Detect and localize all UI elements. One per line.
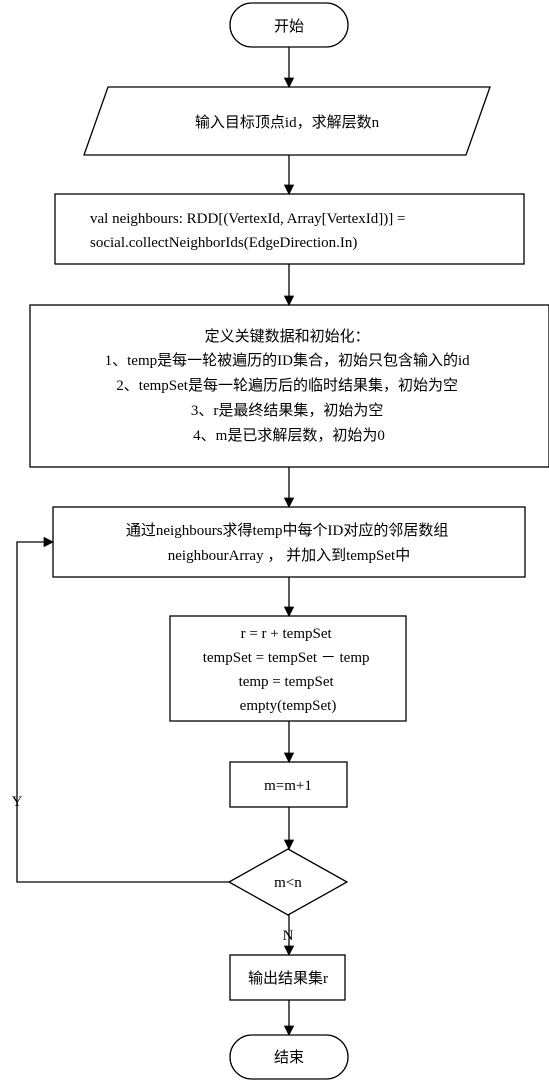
neighbours-process-box [54, 193, 525, 265]
edge-condition-loop-back [16, 536, 229, 883]
end-text: 结束 [274, 1049, 304, 1066]
init-text: 定义关键数据和初始化： 1、temp是每一轮被遍历的ID集合，初始只包含输入的i… [105, 328, 474, 444]
update-text: r = r + tempSet tempSet = tempSet － temp… [203, 626, 374, 714]
condition-diamond [227, 848, 349, 916]
collect-text: 通过neighbours求得temp中每个ID对应的邻居数组 neighbour… [126, 521, 452, 564]
init-process-box [29, 304, 549, 468]
collect-process-box [52, 506, 526, 578]
input-text: 输入目标顶点id，求解层数n [195, 114, 380, 131]
output-text: 输出结果集r [248, 970, 328, 987]
condition-text: m<n [274, 875, 302, 891]
edge-label-yes: Y [12, 794, 23, 810]
neighbours-text: val neighbours: RDD[(VertexId, Array[Ver… [90, 211, 409, 251]
increment-process-box [229, 761, 348, 808]
input-parallelogram [83, 86, 491, 156]
start-text: 开始 [274, 18, 304, 35]
increment-text: m=m+1 [264, 778, 312, 794]
edge-label-no: N [283, 928, 294, 944]
